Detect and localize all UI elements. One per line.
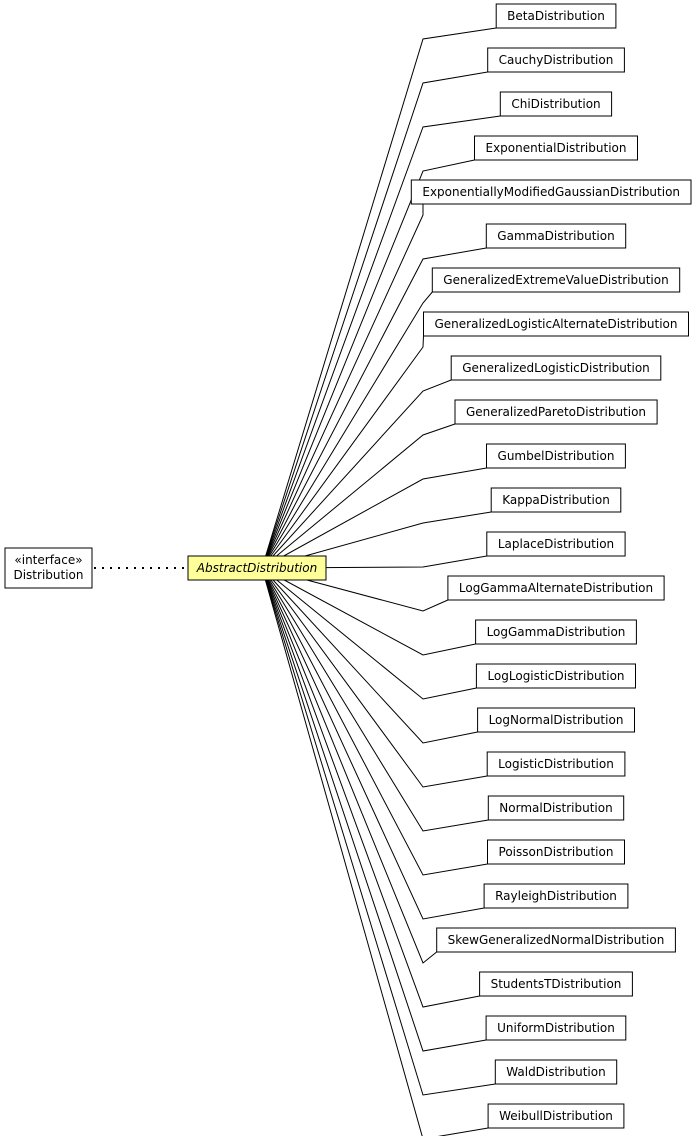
subclass-node-exponentially-modified-gaussian-distribution[interactable]: ExponentiallyModifiedGaussianDistributio…: [410, 179, 692, 205]
inheritance-edge: [261, 567, 487, 1052]
subclass-name: BetaDistribution: [507, 9, 605, 23]
inheritance-edge: [261, 567, 496, 1096]
subclass-name: GeneralizedLogisticAlternateDistribution: [435, 317, 678, 331]
inheritance-edge: [261, 27, 497, 569]
subclass-name: WaldDistribution: [506, 1065, 605, 1079]
subclass-node-log-gamma-distribution[interactable]: LogGammaDistribution: [475, 619, 637, 645]
subclass-name: StudentsTDistribution: [491, 977, 622, 991]
subclass-node-uniform-distribution[interactable]: UniformDistribution: [485, 1015, 627, 1041]
subclass-node-cauchy-distribution[interactable]: CauchyDistribution: [487, 47, 625, 73]
subclass-node-gumbel-distribution[interactable]: GumbelDistribution: [486, 443, 626, 469]
subclass-name: LogLogisticDistribution: [487, 669, 624, 683]
subclass-name: SkewGeneralizedNormalDistribution: [448, 933, 665, 947]
subclass-node-logistic-distribution[interactable]: LogisticDistribution: [486, 751, 626, 777]
subclass-name: ChiDistribution: [511, 97, 600, 111]
inheritance-edge: [261, 567, 488, 788]
abstract-class-name: AbstractDistribution: [196, 561, 317, 575]
subclass-name: GammaDistribution: [497, 229, 614, 243]
interface-node[interactable]: «interface» Distribution: [4, 547, 93, 589]
subclass-name: WeibullDistribution: [499, 1109, 613, 1123]
subclass-name: GeneralizedParetoDistribution: [466, 405, 646, 419]
subclass-node-weibull-distribution[interactable]: WeibullDistribution: [487, 1103, 625, 1129]
subclass-node-generalized-logistic-distribution[interactable]: GeneralizedLogisticDistribution: [450, 355, 662, 381]
subclass-node-gamma-distribution[interactable]: GammaDistribution: [485, 223, 627, 249]
subclass-node-generalized-logistic-alternate-distribution[interactable]: GeneralizedLogisticAlternateDistribution: [423, 311, 689, 337]
interface-stereotype: «interface»: [14, 553, 82, 567]
subclass-node-rayleigh-distribution[interactable]: RayleighDistribution: [483, 883, 629, 909]
inheritance-edge: [261, 511, 492, 569]
inheritance-edge: [261, 335, 424, 569]
subclass-node-poisson-distribution[interactable]: PoissonDistribution: [487, 839, 625, 865]
inheritance-edge: [261, 291, 433, 569]
inheritance-edge: [261, 567, 478, 744]
subclass-node-log-gamma-alternate-distribution[interactable]: LogGammaAlternateDistribution: [447, 575, 665, 601]
inheritance-edge: [261, 567, 480, 1008]
inheritance-edge: [261, 567, 485, 920]
subclass-node-log-normal-distribution[interactable]: LogNormalDistribution: [477, 707, 635, 733]
subclass-node-log-logistic-distribution[interactable]: LogLogisticDistribution: [475, 663, 636, 689]
inheritance-edge: [261, 567, 488, 876]
subclass-name: ExponentiallyModifiedGaussianDistributio…: [422, 185, 680, 199]
subclass-node-generalized-pareto-distribution[interactable]: GeneralizedParetoDistribution: [454, 399, 658, 425]
inheritance-edge: [261, 567, 437, 964]
subclass-name: NormalDistribution: [499, 801, 612, 815]
subclass-node-laplace-distribution[interactable]: LaplaceDistribution: [486, 531, 626, 557]
subclass-name: GeneralizedLogisticDistribution: [462, 361, 650, 375]
subclass-node-skew-generalized-normal-distribution[interactable]: SkewGeneralizedNormalDistribution: [436, 927, 676, 953]
subclass-node-normal-distribution[interactable]: NormalDistribution: [487, 795, 625, 821]
subclass-node-exponential-distribution[interactable]: ExponentialDistribution: [474, 135, 638, 161]
inheritance-edges: [261, 27, 501, 1136]
subclass-name: GeneralizedExtremeValueDistribution: [443, 273, 668, 287]
subclass-nodes: BetaDistributionCauchyDistributionChiDis…: [410, 3, 692, 1129]
subclass-name: CauchyDistribution: [499, 53, 614, 67]
subclass-name: LogisticDistribution: [498, 757, 614, 771]
subclass-name: LogGammaAlternateDistribution: [459, 581, 653, 595]
inheritance-edge: [261, 204, 424, 569]
subclass-node-wald-distribution[interactable]: WaldDistribution: [494, 1059, 618, 1085]
subclass-name: RayleighDistribution: [495, 889, 617, 903]
inheritance-edge: [261, 567, 449, 612]
inheritance-edge: [261, 247, 487, 569]
inheritance-edge: [261, 567, 489, 1136]
interface-name: Distribution: [13, 568, 83, 582]
subclass-name: GumbelDistribution: [498, 449, 615, 463]
subclass-node-chi-distribution[interactable]: ChiDistribution: [499, 91, 613, 117]
subclass-name: LaplaceDistribution: [498, 537, 614, 551]
abstract-class-node[interactable]: AbstractDistribution: [187, 555, 327, 581]
subclass-name: ExponentialDistribution: [486, 141, 627, 155]
inheritance-edge: [261, 423, 456, 569]
subclass-name: KappaDistribution: [502, 493, 610, 507]
subclass-node-generalized-extreme-value-distribution[interactable]: GeneralizedExtremeValueDistribution: [431, 267, 681, 293]
subclass-name: UniformDistribution: [497, 1021, 615, 1035]
subclass-node-kappa-distribution[interactable]: KappaDistribution: [490, 487, 622, 513]
inheritance-edge: [261, 567, 489, 832]
subclass-name: LogNormalDistribution: [489, 713, 624, 727]
subclass-name: PoissonDistribution: [499, 845, 614, 859]
subclass-node-students-tdistribution[interactable]: StudentsTDistribution: [479, 971, 633, 997]
inheritance-edge: [261, 567, 477, 700]
inheritance-edge: [261, 379, 452, 569]
subclass-node-beta-distribution[interactable]: BetaDistribution: [495, 3, 617, 29]
inheritance-edge: [261, 159, 475, 569]
inheritance-edge: [261, 467, 487, 569]
inheritance-edge: [261, 71, 488, 569]
inheritance-edge: [261, 567, 476, 656]
subclass-name: LogGammaDistribution: [487, 625, 626, 639]
inheritance-edge: [261, 115, 501, 569]
